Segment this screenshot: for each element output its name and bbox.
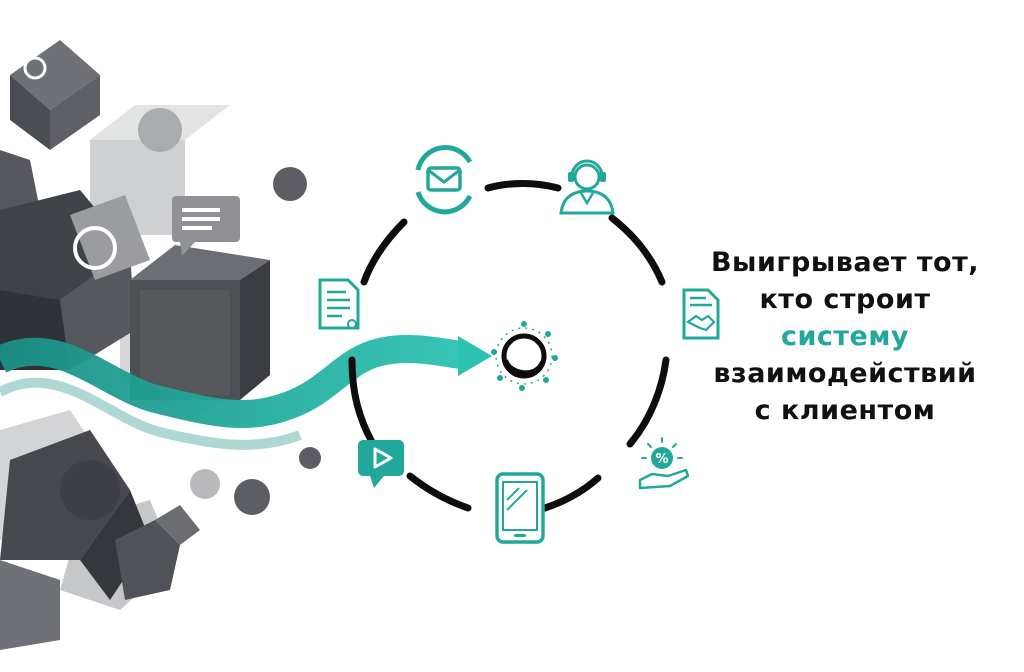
dark-cube-side [50, 75, 100, 150]
dark-circle [234, 479, 270, 515]
dark-circle [60, 460, 120, 520]
dark-circle [273, 167, 307, 201]
headline-line-4: взаимодействий [713, 358, 977, 389]
arrow-head [458, 336, 492, 376]
outline-circle [23, 56, 47, 80]
dark-cube-side [60, 250, 135, 370]
central-hub-icon [491, 321, 558, 391]
support-agent-icon [559, 159, 615, 215]
headline-line-1: Выигрывает тот, [710, 247, 980, 278]
mail-icon [415, 144, 473, 215]
dark-cube-shape [115, 520, 180, 600]
dark-cube-side [240, 260, 270, 400]
headline-accent-word: систему [780, 321, 910, 352]
interaction-ring [348, 180, 670, 512]
dark-cube-top [10, 40, 100, 110]
dark-cube-side [80, 490, 150, 600]
flow-arrow [0, 335, 492, 450]
dark-circle [299, 447, 321, 469]
discount-offer-icon: % [638, 437, 690, 490]
headline-line-5: с клиентом [754, 395, 936, 426]
grey-circle [138, 108, 182, 152]
dark-shard [0, 560, 60, 650]
outline-circle [73, 226, 117, 270]
dark-cube-inner [140, 290, 230, 395]
headline-text: Выигрывает тот, кто строит систему взаим… [690, 244, 1000, 429]
dark-cube-side [10, 75, 50, 150]
chat-bubble-icon [172, 196, 240, 256]
dark-cube-top [155, 505, 200, 545]
dark-cube-top [130, 245, 270, 280]
contract-handshake-icon [682, 288, 720, 340]
chaotic-shapes-cluster [0, 40, 321, 650]
video-message-icon [358, 440, 404, 488]
document-icon [318, 278, 360, 330]
headline-line-2: кто строит [759, 284, 931, 315]
grey-circle [190, 469, 220, 499]
smartphone-icon [495, 472, 545, 544]
svg-text:%: % [655, 452, 668, 467]
